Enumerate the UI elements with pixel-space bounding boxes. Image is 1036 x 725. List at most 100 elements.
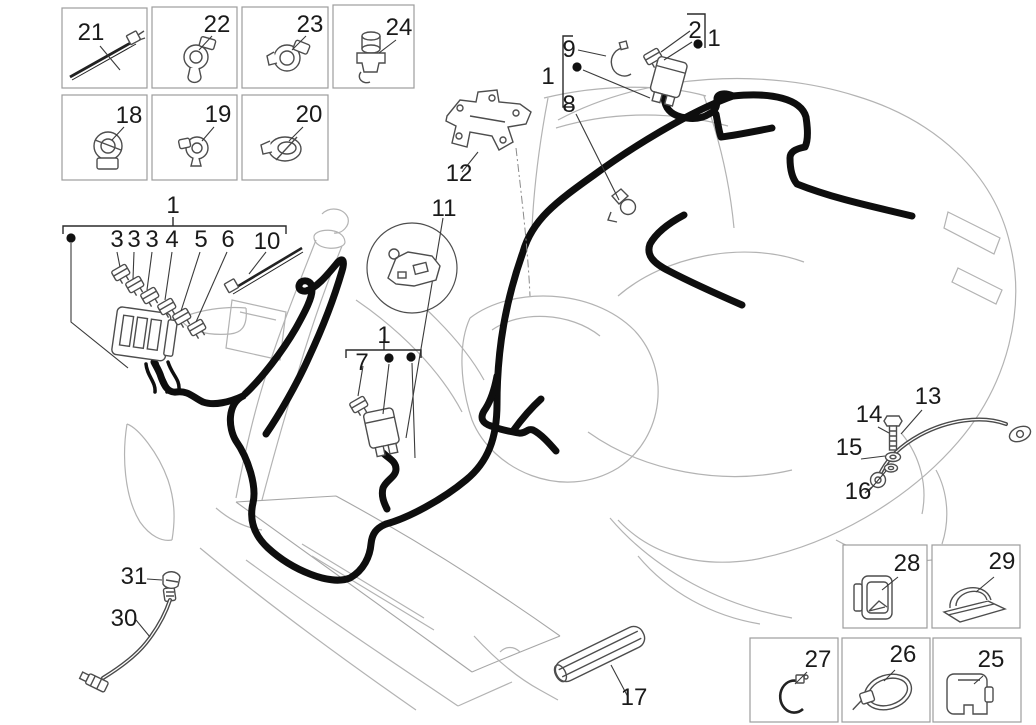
leader-line (461, 151, 479, 173)
c-clip-9 (610, 40, 632, 77)
callout-17: 17 (621, 684, 648, 711)
callout-31: 31 (121, 563, 148, 590)
callout-5: 5 (194, 226, 207, 253)
harness-mid-branch (645, 211, 746, 309)
callout-23: 23 (297, 11, 324, 38)
leader-line (201, 126, 215, 142)
callout-15: 15 (836, 434, 863, 461)
callout-1c: 1 (541, 63, 554, 90)
relay-icon (646, 55, 689, 108)
leader-line (575, 113, 620, 201)
outline-stroke (235, 495, 561, 673)
leader-line (382, 363, 390, 415)
leader-line (860, 455, 886, 460)
leader-line (248, 251, 267, 275)
callout-19: 19 (205, 101, 232, 128)
outline-stroke (313, 229, 346, 249)
loop-tie-26 (852, 673, 913, 711)
bullet-marker (384, 353, 394, 363)
callout-3a: 3 (110, 226, 123, 253)
holder-24 (356, 31, 386, 84)
harness-top-cluster (660, 90, 737, 122)
clamp-8 (607, 188, 637, 223)
harness-steering-branch (241, 256, 347, 438)
washer-15 (884, 451, 902, 463)
leader-line (663, 41, 693, 61)
callout-8: 8 (562, 91, 575, 118)
fuse-box-flange (163, 319, 178, 357)
outline-stroke (321, 208, 349, 234)
outline-stroke (124, 423, 173, 541)
leader-line (610, 664, 629, 698)
fuse-box-slot (132, 316, 149, 350)
outline-stroke (225, 299, 287, 361)
callout-14: 14 (856, 401, 883, 428)
bullet-marker (406, 352, 416, 362)
cable-tie-head (223, 278, 240, 294)
callout-1a: 1 (166, 192, 179, 219)
pad-holder-25 (946, 673, 994, 715)
cable-tie-10 (223, 246, 304, 295)
leader-line (164, 251, 173, 301)
callout-29: 29 (989, 548, 1016, 575)
outline-stroke (587, 251, 805, 619)
ring-terminal (1008, 425, 1032, 443)
callout-11: 11 (432, 195, 457, 222)
callout-30: 30 (111, 605, 138, 632)
callout-9: 9 (562, 36, 575, 63)
leader-line (180, 251, 201, 312)
clamp-29 (942, 587, 1007, 623)
harness-rear-sweep (729, 91, 916, 220)
washer-16 (883, 463, 899, 473)
holder-28 (853, 575, 893, 620)
leader-line (132, 251, 135, 280)
clamp-18 (93, 131, 123, 170)
callout-22: 22 (204, 11, 231, 38)
leader-line (378, 39, 397, 54)
leader-line (291, 35, 307, 51)
bracket-12 (445, 89, 532, 151)
callout-10: 10 (254, 228, 281, 255)
callout-13: 13 (915, 383, 942, 410)
leader-line (195, 251, 228, 323)
harness-tail (144, 362, 157, 394)
callout-3b: 3 (127, 226, 140, 253)
outline-stroke (473, 635, 559, 701)
callout-18: 18 (116, 102, 143, 129)
speedo-cable-30 (78, 586, 177, 693)
leader-line (577, 49, 607, 57)
group-bracket (687, 13, 706, 48)
callout-28: 28 (894, 550, 921, 577)
leader-line (99, 45, 121, 71)
fuse-icon (186, 318, 210, 342)
harness-to-fusebox (150, 358, 247, 408)
bullet-marker (693, 39, 703, 49)
outline-stroke (557, 77, 1017, 563)
outline-stroke (301, 543, 435, 631)
callout-12: 12 (446, 160, 473, 187)
callout-1b: 1 (707, 25, 720, 52)
bolt-14 (883, 415, 903, 451)
leader-line (973, 675, 984, 685)
clip-19 (177, 136, 209, 167)
clip-23 (266, 39, 311, 72)
harness-tail (155, 361, 169, 394)
harness-z-stub (509, 395, 545, 435)
callout-24: 24 (386, 14, 413, 41)
fuse-box-slot (146, 318, 163, 352)
callout-labels: 21 22 23 24 18 19 20 2 1 9 1 8 12 11 1 3… (78, 11, 1016, 711)
group-bracket (62, 225, 287, 234)
leader-line (660, 30, 691, 53)
callout-1d: 1 (377, 322, 390, 349)
leader-line (111, 126, 125, 141)
callout-6: 6 (221, 226, 234, 253)
callout-26: 26 (890, 641, 917, 668)
cable-tie-21 (69, 30, 146, 81)
bullet-marker (66, 233, 76, 243)
outline-stroke (461, 295, 659, 483)
callout-4: 4 (165, 226, 178, 253)
harness-top-stub (712, 110, 776, 141)
callout-27: 27 (805, 646, 832, 673)
leader-line (146, 578, 163, 581)
